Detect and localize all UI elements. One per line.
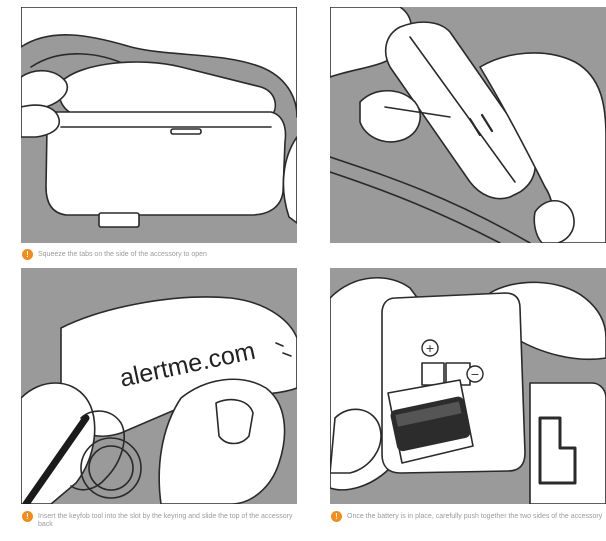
minus-symbol: − bbox=[470, 368, 479, 381]
illustration-squeeze-tabs bbox=[21, 7, 297, 243]
squeeze-tabs-drawing bbox=[21, 7, 297, 243]
step-text: Squeeze the tabs on the side of the acce… bbox=[38, 251, 207, 259]
keyfob-tool-drawing: alertme.com bbox=[21, 268, 297, 504]
step-text: Insert the keyfob tool into the slot by … bbox=[38, 513, 302, 529]
illustration-side-view bbox=[330, 7, 606, 243]
step-text: Once the battery is in place, carefully … bbox=[347, 513, 602, 521]
illustration-keyfob-tool: alertme.com bbox=[21, 268, 297, 504]
illustration-battery: + − bbox=[330, 268, 606, 504]
alert-badge-icon: ! bbox=[22, 511, 33, 522]
alert-badge-icon: ! bbox=[331, 511, 342, 522]
step-caption-squeeze: ! Squeeze the tabs on the side of the ac… bbox=[22, 251, 302, 260]
plus-symbol: + bbox=[425, 342, 434, 355]
side-view-drawing bbox=[330, 7, 606, 243]
battery-drawing: + − bbox=[330, 268, 606, 504]
step-caption-keyfob: ! Insert the keyfob tool into the slot b… bbox=[22, 513, 302, 529]
step-caption-battery: ! Once the battery is in place, carefull… bbox=[331, 513, 603, 522]
alert-badge-icon: ! bbox=[22, 249, 33, 260]
